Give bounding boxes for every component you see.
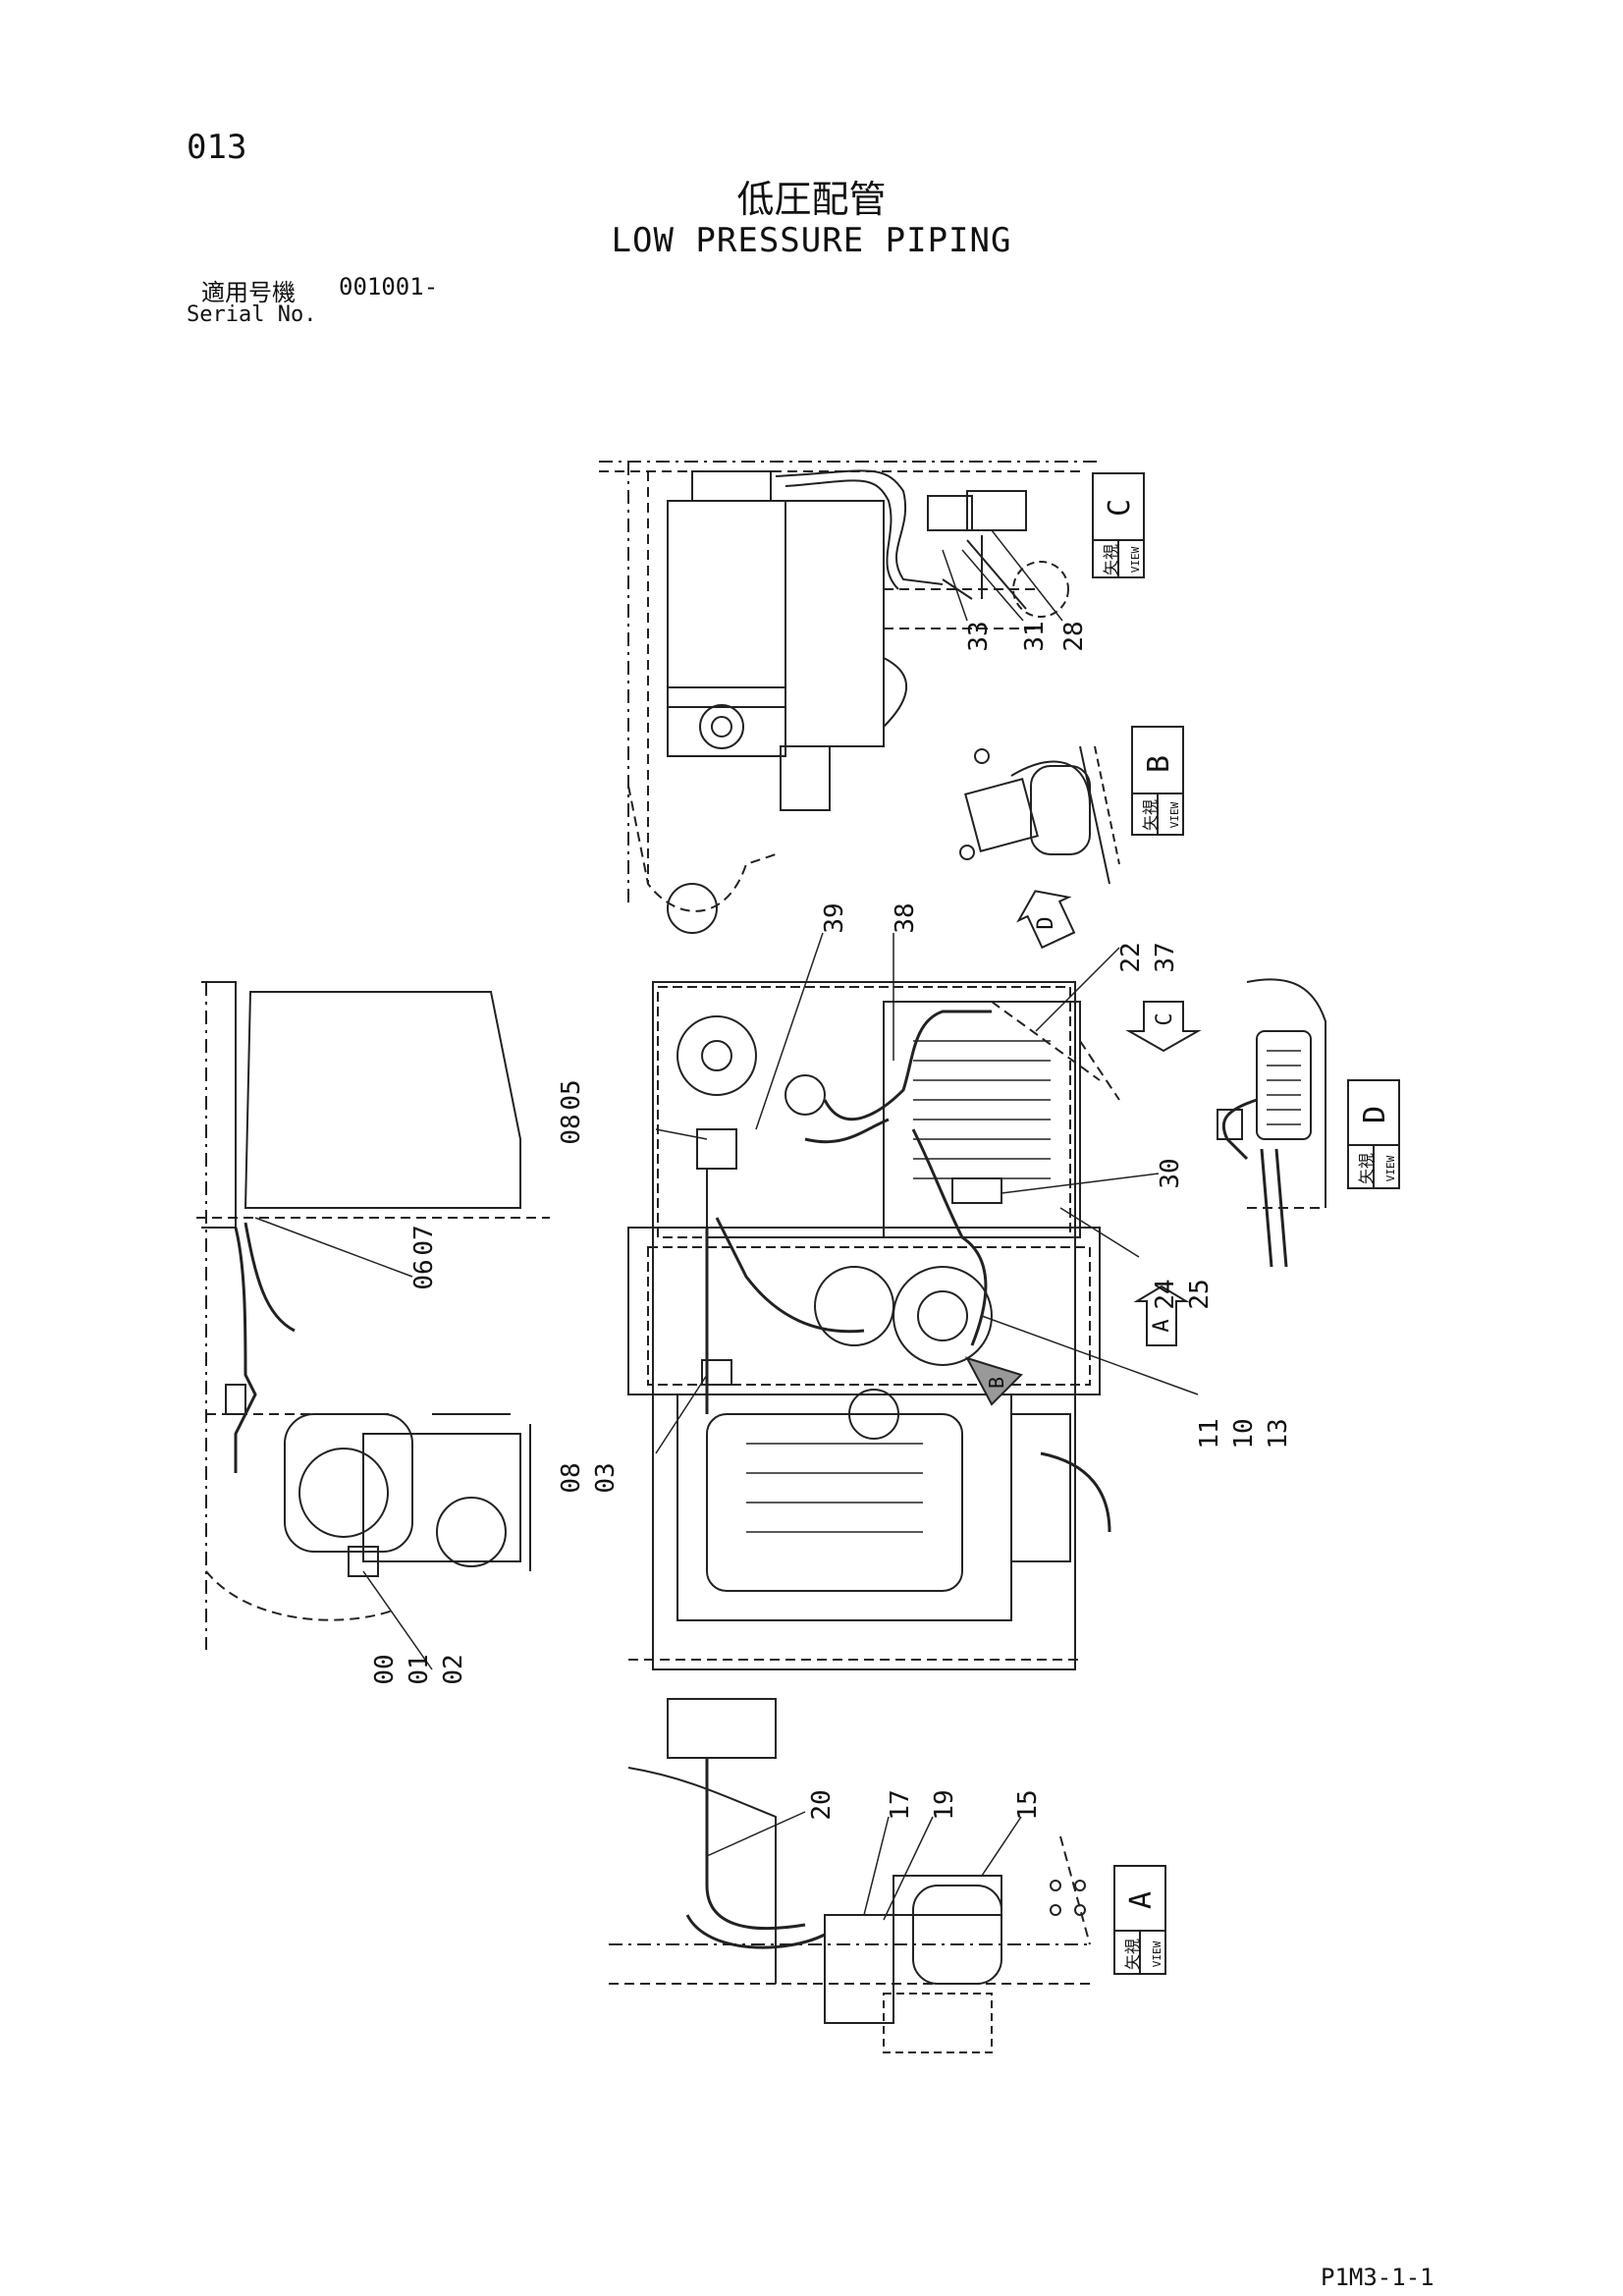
arrow-d-letter: D — [1034, 916, 1058, 929]
part-number-25: 25 — [1185, 1279, 1215, 1309]
left-side-view-drawing — [196, 981, 550, 1650]
part-number-20: 20 — [807, 1789, 837, 1820]
arrow-a-letter: A — [1150, 1319, 1174, 1332]
part-number-31: 31 — [1020, 621, 1050, 651]
view-c-drawing — [599, 461, 1100, 934]
page-title-japanese: 低圧配管 — [736, 178, 887, 221]
view-c-prefix: 矢視 — [1102, 544, 1120, 575]
view-c-prefix-en: VIEW — [1129, 546, 1142, 573]
part-number-01: 01 — [405, 1654, 434, 1684]
view-b-drawing — [959, 745, 1120, 885]
view-b-prefix-en: VIEW — [1168, 801, 1181, 828]
view-c-label: C — [1103, 499, 1137, 517]
page-number: 013 — [187, 128, 247, 167]
part-number-08-a: 08 — [557, 1114, 586, 1144]
part-number-05: 05 — [557, 1079, 586, 1110]
page-title: LOW PRESSURE PIPING — [611, 221, 1012, 260]
part-number-15: 15 — [1013, 1789, 1043, 1820]
view-d-label: D — [1358, 1106, 1392, 1123]
part-number-06: 06 — [409, 1259, 439, 1289]
serial-label: Serial No. — [187, 302, 317, 327]
part-number-19: 19 — [930, 1789, 959, 1820]
part-number-38: 38 — [891, 902, 920, 933]
serial-label-japanese: 適用号機 — [201, 279, 296, 306]
view-d-drawing — [1217, 978, 1326, 1268]
view-b-prefix: 矢視 — [1141, 799, 1160, 831]
view-b-label: B — [1142, 755, 1176, 773]
part-number-39: 39 — [820, 902, 849, 933]
part-number-10: 10 — [1229, 1418, 1259, 1449]
part-number-30: 30 — [1156, 1158, 1185, 1188]
part-number-03: 03 — [591, 1462, 621, 1493]
arrow-c-letter: C — [1153, 1012, 1177, 1025]
view-a-label: A — [1124, 1891, 1159, 1909]
part-number-24: 24 — [1151, 1279, 1180, 1309]
view-d-prefix-en: VIEW — [1384, 1155, 1397, 1181]
part-number-07: 07 — [409, 1225, 439, 1255]
view-a-prefix: 矢視 — [1123, 1939, 1142, 1970]
part-number-22: 22 — [1116, 942, 1146, 972]
view-a-prefix-en: VIEW — [1151, 1941, 1163, 1967]
part-number-17: 17 — [886, 1789, 915, 1820]
main-top-view-drawing — [627, 981, 1111, 1670]
arrow-b-letter: B — [985, 1377, 1008, 1389]
part-number-33: 33 — [964, 621, 994, 651]
part-number-37: 37 — [1151, 942, 1180, 972]
document-code: P1M3-1-1 — [1321, 2264, 1434, 2291]
part-number-00: 00 — [370, 1654, 400, 1684]
serial-number-value: 001001- — [339, 273, 439, 301]
part-number-11: 11 — [1195, 1418, 1224, 1449]
view-d-prefix: 矢視 — [1357, 1153, 1376, 1184]
part-number-28: 28 — [1059, 621, 1089, 651]
view-a-drawing — [609, 1698, 1091, 2053]
part-number-13: 13 — [1264, 1418, 1293, 1449]
part-number-02: 02 — [439, 1654, 468, 1684]
part-number-08-b: 08 — [557, 1462, 586, 1493]
